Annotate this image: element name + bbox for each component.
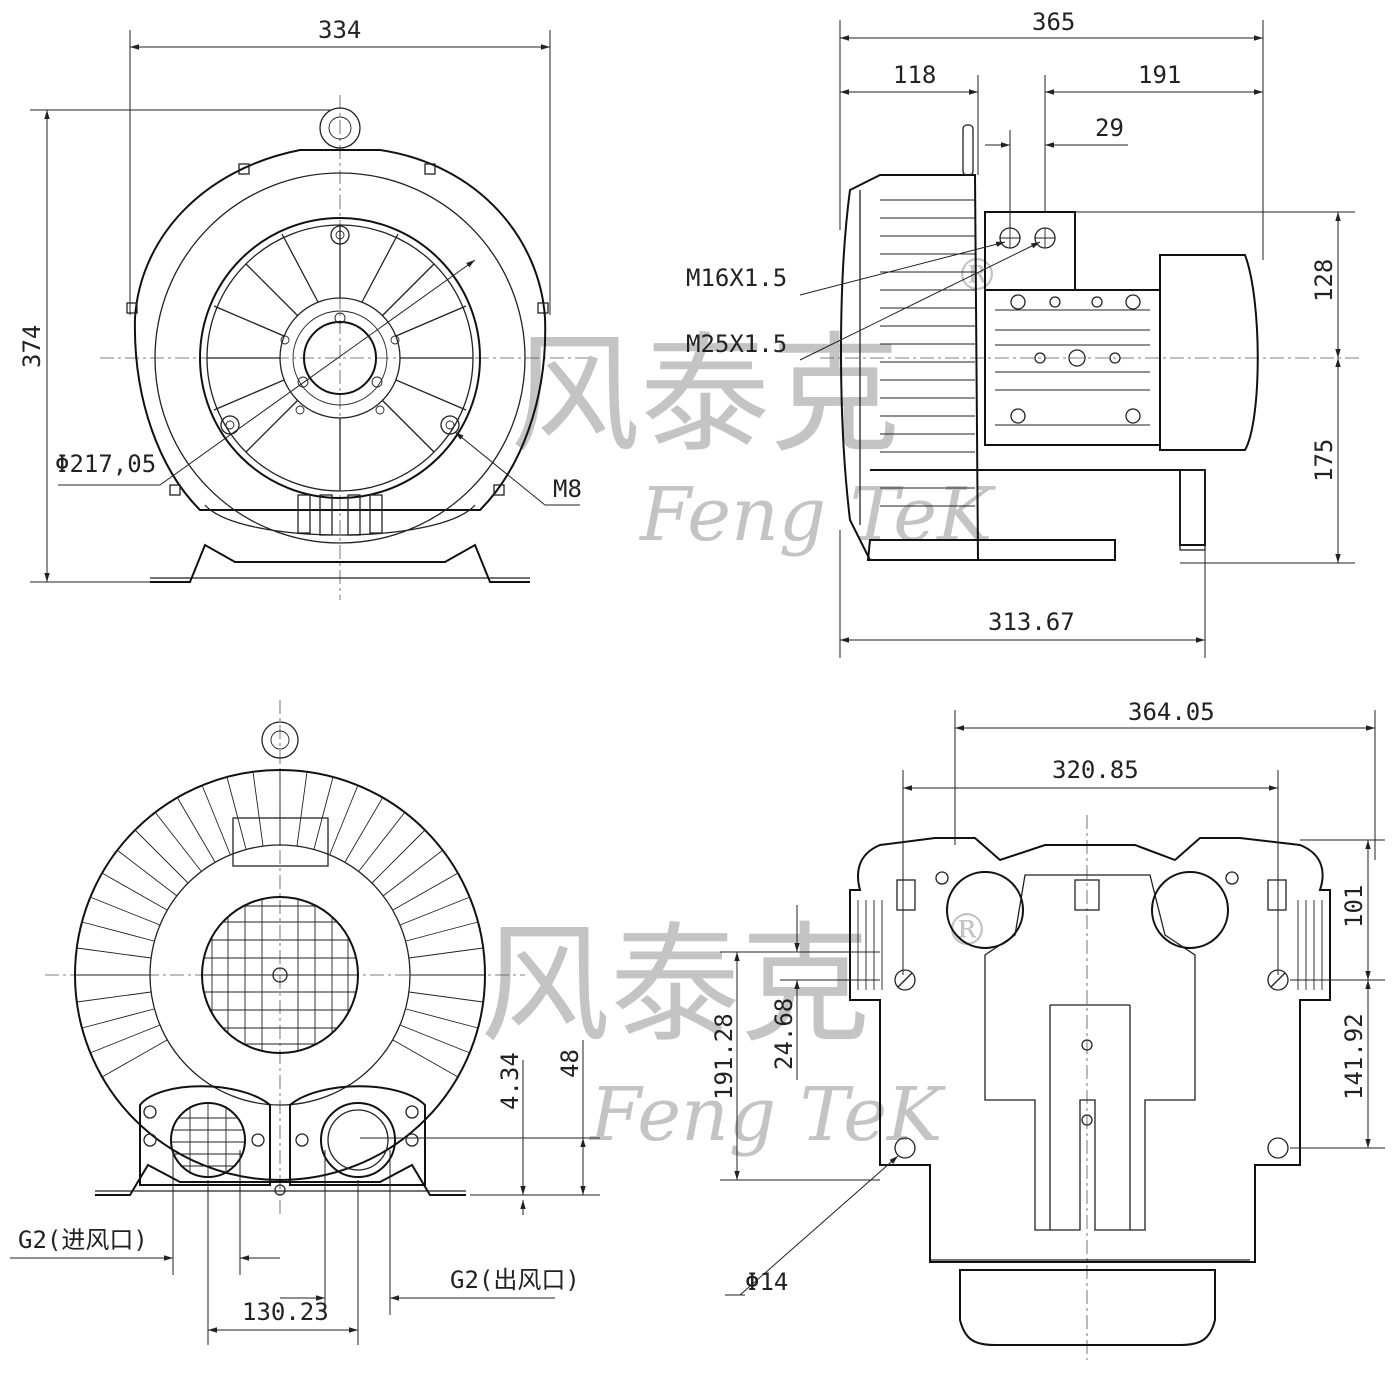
side-view: 365 118 191 29 M16X1.5 M25X1.5 128 175 3…	[686, 8, 1360, 658]
side-impeller-housing	[840, 174, 980, 561]
rear-lifting-eye	[261, 721, 299, 759]
side-thread-m16: M16X1.5	[686, 264, 787, 292]
lifting-eye	[319, 107, 361, 149]
front-width-dim: 334	[318, 16, 361, 44]
rear-view: 4.34 48 G2(进风口) G2(出风口) 130.23	[10, 700, 600, 1345]
rear-outlet-port	[320, 1102, 396, 1178]
front-impeller-ring	[199, 217, 481, 499]
rear-inlet-label: G2(进风口)	[18, 1226, 148, 1254]
bottom-dim-24-68: 24.68	[770, 998, 798, 1070]
side-base-dim: 313.67	[988, 608, 1075, 636]
bottom-port-left	[946, 871, 1024, 949]
side-base	[866, 539, 1116, 561]
watermark-latin-top: Feng TeK	[638, 472, 996, 558]
bottom-overall-dim: 364.05	[1128, 698, 1215, 726]
bottom-view: 364.05 320.85 101 141.92 191.28 24.68 Φ1…	[710, 698, 1385, 1360]
watermark-latin-bottom: Feng TeK	[588, 1072, 946, 1158]
front-bolt-label: M8	[553, 475, 582, 503]
side-motor-body	[984, 289, 1161, 446]
front-view: 334 374 Φ217,05 M8	[18, 16, 590, 600]
rear-dim-4-34: 4.34	[496, 1052, 524, 1110]
rear-dim-48: 48	[556, 1049, 584, 1078]
side-overall-dim: 365	[1032, 8, 1075, 36]
rear-fan-grille	[201, 896, 359, 1054]
bottom-hole-dim: Φ14	[745, 1268, 788, 1296]
side-upper-height-dim: 128	[1310, 259, 1338, 302]
side-right-dim: 191	[1138, 61, 1181, 89]
side-left-dim: 118	[893, 61, 936, 89]
side-thread-m25: M25X1.5	[686, 330, 787, 358]
side-lower-height-dim: 175	[1310, 439, 1338, 482]
front-height-dim: 374	[18, 325, 46, 368]
bottom-housing	[849, 837, 1331, 1263]
side-fan-cover	[1159, 254, 1259, 451]
rear-base-feet	[95, 1163, 466, 1196]
watermark-registered-top: ®	[955, 250, 999, 301]
watermark-chinese-bottom: 风泰克	[480, 909, 870, 1061]
bottom-port-right	[1151, 871, 1229, 949]
front-base-feet	[150, 543, 530, 583]
rear-port-spacing-dim: 130.23	[242, 1298, 329, 1326]
side-offset-dim: 29	[1095, 114, 1124, 142]
watermark-chinese-top: 风泰克	[510, 319, 900, 471]
bottom-inner-dim: 320.85	[1052, 756, 1139, 784]
bottom-dim-101: 101	[1340, 885, 1368, 928]
bottom-motor-can	[959, 1269, 1216, 1346]
bottom-dim-191-28: 191.28	[710, 1013, 738, 1100]
bottom-dim-141-92: 141.92	[1340, 1013, 1368, 1100]
watermark: 风泰克 Feng TeK ® 风泰克 Feng TeK ®	[480, 250, 999, 1158]
rear-outlet-label: G2(出风口)	[450, 1266, 580, 1294]
front-diameter-dim: Φ217,05	[55, 450, 156, 478]
